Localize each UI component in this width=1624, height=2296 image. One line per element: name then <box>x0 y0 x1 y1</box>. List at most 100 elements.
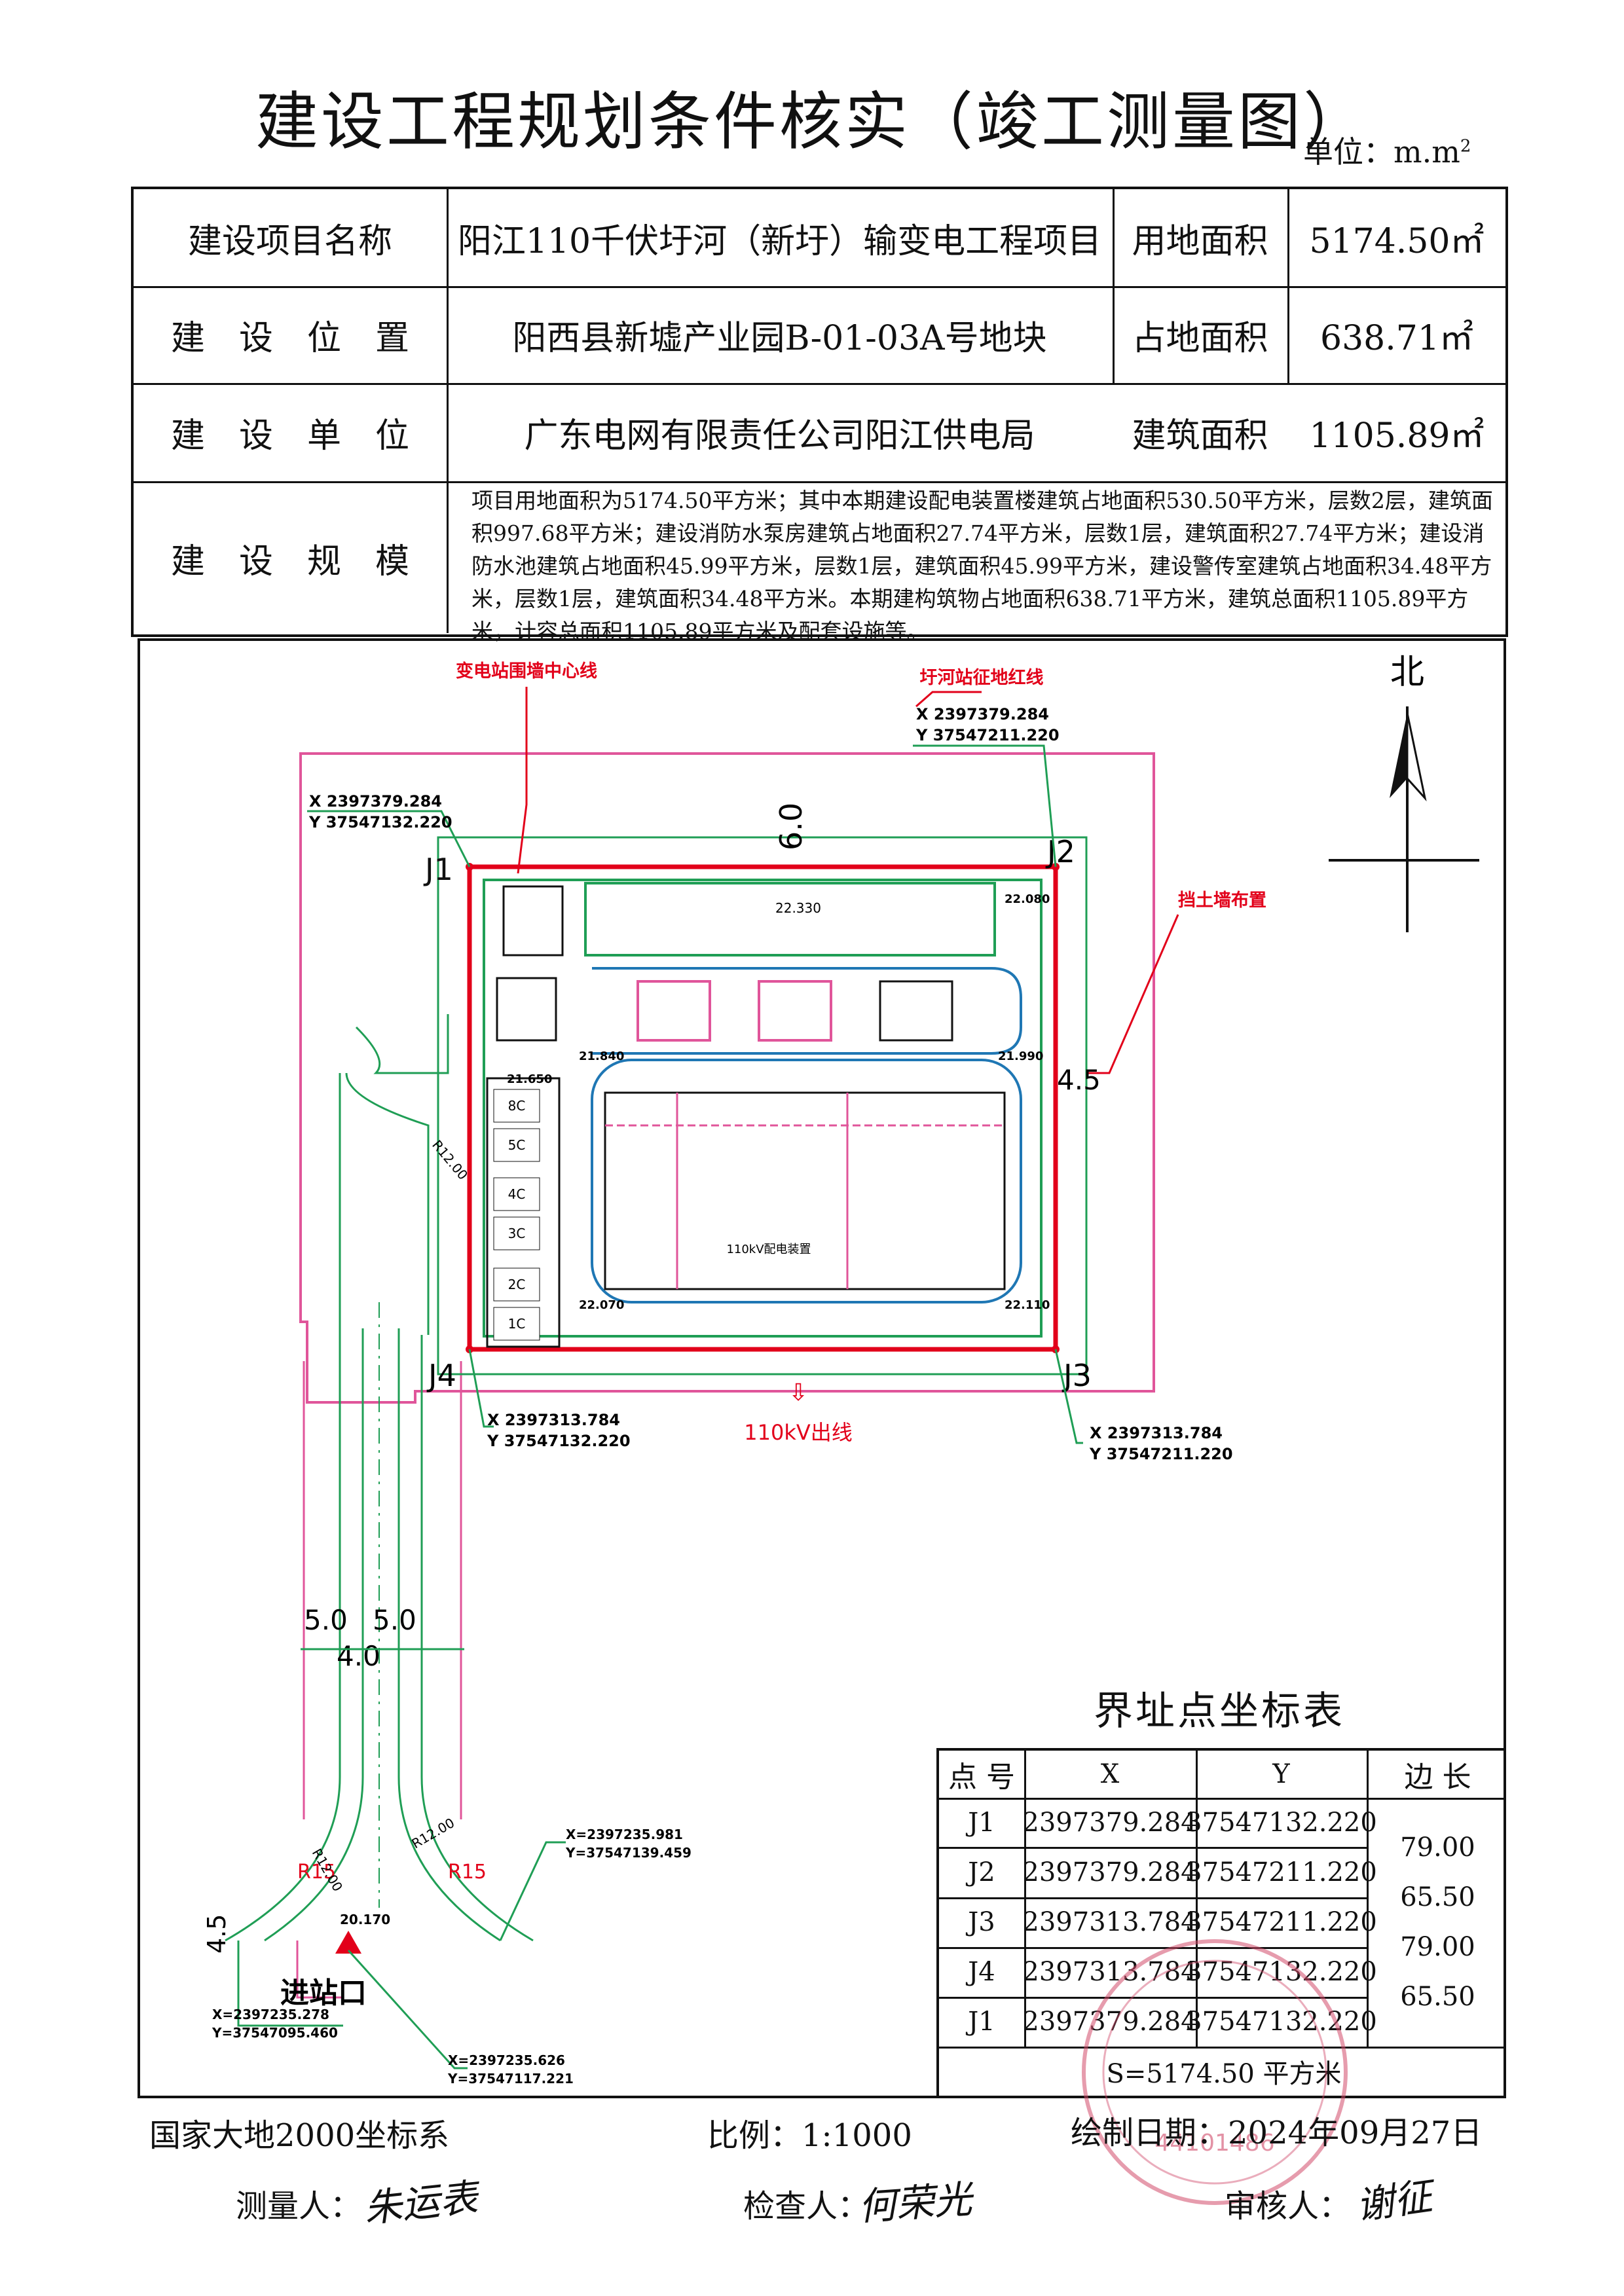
j1-y: Y 37547132.220 <box>308 813 452 831</box>
outlet-label: 110kV出线 <box>744 1420 853 1445</box>
site-plan-svg: 北 8C 5C 4C 3C 2C 1C <box>202 653 1479 2086</box>
elevation: 22.110 <box>1005 1298 1050 1312</box>
entrance-elevation: 20.170 <box>340 1912 390 1927</box>
coord-row-point: J1 <box>968 2007 995 2037</box>
elevation: 21.840 <box>579 1049 624 1063</box>
cell-label: 2C <box>508 1277 526 1292</box>
point2-x: X=2397235.278 <box>212 2007 329 2022</box>
elevation: 22.070 <box>579 1298 624 1312</box>
radius-r12-top: R12.00 <box>429 1137 471 1183</box>
land-area-value: 5174.50㎡ <box>1309 221 1485 261</box>
cell-label: 1C <box>508 1316 526 1332</box>
point3-y: Y=37547117.221 <box>447 2071 574 2086</box>
coord-row-x: 2397379.284 <box>1022 2007 1198 2037</box>
coord-row-y: 37547211.220 <box>1185 1907 1377 1937</box>
guard-room <box>496 977 557 1042</box>
dim-4-5: 4.5 <box>1057 1064 1101 1096</box>
north-label: 北 <box>1390 653 1424 692</box>
reviewer-label: 审核人： <box>1225 2188 1351 2225</box>
radius-r12-right: R12.00 <box>409 1815 458 1851</box>
coord-table-title: 界址点坐标表 <box>1094 1688 1345 1734</box>
point1-y: Y=37547139.459 <box>565 1845 692 1861</box>
page-title: 建设工程规划条件核实（竣工测量图） <box>255 85 1369 158</box>
location-label: 建 设 位 置 <box>170 318 409 358</box>
table-divider <box>447 189 449 633</box>
entrance-label: 进站口 <box>280 1977 367 2010</box>
unit-label: 单位：m.m2 <box>1303 128 1471 172</box>
corner-j4: J4 <box>426 1358 456 1393</box>
dim-4-5-entrance: 4.5 <box>202 1914 231 1954</box>
seal-code: 44101486 <box>1154 2130 1274 2157</box>
dim-5-0-left: 5.0 <box>304 1604 348 1636</box>
j4-x: X 2397313.784 <box>487 1411 620 1429</box>
site-wall <box>467 864 1058 1352</box>
edge-length: 79.00 <box>1400 1832 1475 1863</box>
coord-row-y: 37547132.220 <box>1185 1957 1377 1987</box>
land-redline <box>299 752 1155 1404</box>
coord-table: 点 号 X Y 边 长 J1 2397379.284 37547132.220 … <box>936 1748 1506 2098</box>
j1-x: X 2397379.284 <box>309 792 442 811</box>
elevation: 21.990 <box>998 1049 1043 1063</box>
coord-row-x: 2397379.284 <box>1022 1807 1198 1838</box>
coord-row-x: 2397313.784 <box>1022 1907 1198 1937</box>
wall-centerline-label: 变电站围墙中心线 <box>456 661 597 682</box>
unit-superscript: 2 <box>1460 136 1471 156</box>
internal-road <box>591 1059 1022 1303</box>
cell-label: 5C <box>508 1137 526 1153</box>
j2-y: Y 37547211.220 <box>915 726 1060 744</box>
fire-pump-room <box>502 885 564 957</box>
coord-row-point: J4 <box>968 1957 995 1987</box>
cell-label: 4C <box>508 1186 526 1202</box>
corner-j3: J3 <box>1061 1358 1092 1393</box>
retaining-wall-label: 挡土墙布置 <box>1178 890 1266 911</box>
coord-row-y: 37547211.220 <box>1185 1857 1377 1887</box>
cell-label: 3C <box>508 1226 526 1241</box>
reviewer-signature: 谢征 <box>1353 2174 1435 2229</box>
edge-length: 79.00 <box>1400 1932 1475 1962</box>
transformer-pad <box>637 980 711 1042</box>
coord-row-point: J2 <box>968 1857 995 1887</box>
j3-x: X 2397313.784 <box>1090 1424 1223 1442</box>
radius-r15-right: R15 <box>448 1861 487 1884</box>
point3-x: X=2397235.626 <box>448 2052 565 2068</box>
scale-description: 项目用地面积为5174.50平方米；其中本期建设配电装置楼建筑占地面积530.5… <box>471 488 1493 644</box>
coord-row-point: J1 <box>968 1807 995 1838</box>
name-label: 建设项目名称 <box>187 221 392 261</box>
coord-row-point: J3 <box>968 1907 995 1937</box>
entrance-marker-icon <box>335 1931 361 1954</box>
corner-j1: J1 <box>423 852 453 887</box>
elevation: 22.080 <box>1005 892 1050 906</box>
coord-header-edge: 边 长 <box>1404 1760 1471 1794</box>
scale-label: 建 设 规 模 <box>170 541 409 581</box>
internal-road-north <box>592 967 1022 1055</box>
occupied-area-label: 占地面积 <box>1132 318 1268 358</box>
draw-date: 绘制日期：2024年09月27日 <box>1071 2115 1483 2151</box>
j2-x: X 2397379.284 <box>916 705 1049 723</box>
j4-y: Y 37547132.220 <box>487 1432 631 1450</box>
dim-6: 6.0 <box>773 803 809 850</box>
unit-row-label: 建 设 单 位 <box>170 416 409 456</box>
build-area-value: 1105.89㎡ <box>1309 416 1485 456</box>
surveyor-signature: 朱运表 <box>361 2175 480 2231</box>
point2-y: Y=37547095.460 <box>212 2025 338 2041</box>
edge-length: 65.50 <box>1400 1982 1475 2012</box>
occupied-area-value: 638.71㎡ <box>1320 318 1473 358</box>
edge-length: 65.50 <box>1400 1882 1475 1912</box>
unit-row-value: 广东电网有限责任公司阳江供电局 <box>524 416 1035 456</box>
capacitor-bank <box>486 1077 561 1348</box>
capacitor-cells: 8C 5C 4C 3C 2C 1C <box>493 1089 540 1341</box>
elevation: 21.650 <box>507 1072 552 1086</box>
access-road <box>225 1014 534 1999</box>
unit-text: 单位：m.m <box>1303 134 1460 170</box>
distribution-building <box>584 882 996 957</box>
checker-label: 检查人： <box>743 2188 870 2225</box>
location-value: 阳西县新墟产业园B-01-03A号地块 <box>512 318 1047 358</box>
cell-label: 8C <box>508 1098 526 1114</box>
surveyor-label: 测量人： <box>236 2188 362 2225</box>
outlet-arrow-icon: ⇩ <box>788 1379 808 1406</box>
coord-area: S=5174.50 平方米 <box>1106 2058 1342 2089</box>
dim-4-0: 4.0 <box>337 1640 380 1672</box>
redline-label: 圩河站征地红线 <box>920 667 1044 688</box>
point1-x: X=2397235.981 <box>566 1827 683 1842</box>
